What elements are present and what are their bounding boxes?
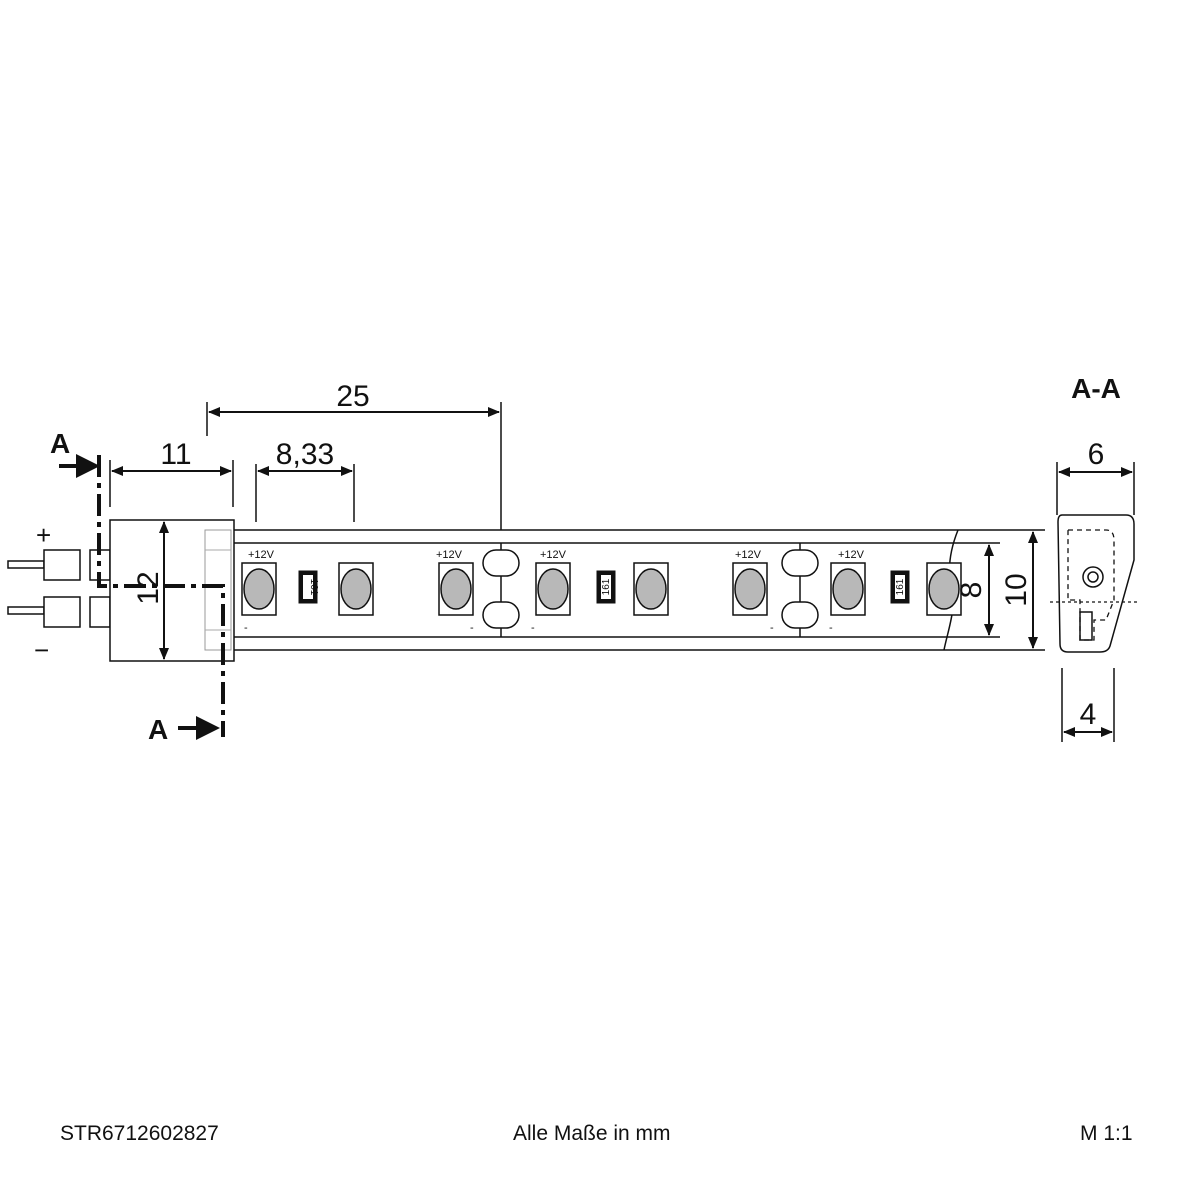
dim-profile-height-value: 10 bbox=[1000, 573, 1033, 606]
led-strip-body bbox=[234, 529, 959, 651]
resistor: 161 bbox=[596, 570, 616, 604]
led bbox=[633, 562, 669, 616]
voltage-label: +12V bbox=[540, 549, 567, 561]
resistor: 161 bbox=[298, 570, 319, 604]
minus-pad-label: - bbox=[770, 622, 774, 634]
minus-pad-label: - bbox=[470, 622, 474, 634]
scale-note: M 1:1 bbox=[1080, 1122, 1133, 1145]
dim-strip-width-value: 8 bbox=[955, 582, 988, 599]
article-number: STR6712602827 bbox=[60, 1122, 219, 1145]
section-marker-top: A bbox=[50, 428, 100, 478]
wire-plus bbox=[7, 560, 45, 569]
dimension-lines bbox=[109, 402, 1045, 651]
wire-minus bbox=[7, 606, 45, 615]
dim-connector-height-value: 12 bbox=[132, 571, 165, 604]
leds bbox=[241, 562, 962, 616]
led bbox=[535, 562, 571, 616]
units-note: Alle Maße in mm bbox=[513, 1122, 671, 1145]
resistor-label: 161 bbox=[601, 578, 612, 595]
led bbox=[830, 562, 866, 616]
plus-label: + bbox=[36, 520, 51, 550]
connector bbox=[7, 519, 235, 662]
section-marker-bottom: A bbox=[148, 714, 220, 745]
voltage-label: +12V bbox=[248, 549, 275, 561]
dim-connector-length-value: 11 bbox=[160, 438, 191, 471]
minus-pad-label: - bbox=[531, 622, 535, 634]
resistor-label: 161 bbox=[308, 579, 319, 596]
connector-body bbox=[109, 519, 235, 662]
voltage-label: +12V bbox=[735, 549, 762, 561]
resistor-label: 161 bbox=[895, 578, 906, 595]
pad-labels: +12V +12V +12V +12V +12V - - - - - bbox=[244, 549, 865, 634]
dim-pitch-value: 25 bbox=[336, 380, 369, 413]
voltage-label: +12V bbox=[838, 549, 865, 561]
resistor: 161 bbox=[890, 570, 910, 604]
voltage-label: +12V bbox=[436, 549, 463, 561]
minus-label: − bbox=[34, 635, 49, 665]
wire-plus-insulation bbox=[43, 549, 81, 581]
section-cut-line bbox=[97, 455, 225, 737]
resistors: 161 161 161 bbox=[298, 570, 910, 604]
section-title: A-A bbox=[1071, 373, 1121, 404]
minus-pad-label: - bbox=[829, 622, 833, 634]
dim-section-width-value: 6 bbox=[1088, 438, 1105, 471]
led bbox=[438, 562, 474, 616]
wire-minus-insulation bbox=[43, 596, 81, 628]
svg-text:A: A bbox=[148, 714, 168, 745]
led-lens bbox=[1082, 566, 1104, 588]
cut-pads bbox=[482, 549, 819, 629]
section-view bbox=[1050, 462, 1140, 742]
profile-outline bbox=[1057, 514, 1135, 653]
dim-led-spacing-value: 8,33 bbox=[276, 438, 334, 471]
profile-cavity bbox=[1067, 529, 1115, 641]
led bbox=[241, 562, 277, 616]
led bbox=[732, 562, 768, 616]
led bbox=[338, 562, 374, 616]
led bbox=[926, 562, 962, 616]
dim-section-base-value: 4 bbox=[1080, 698, 1097, 731]
minus-pad-label: - bbox=[244, 622, 248, 634]
svg-text:A: A bbox=[50, 428, 70, 459]
